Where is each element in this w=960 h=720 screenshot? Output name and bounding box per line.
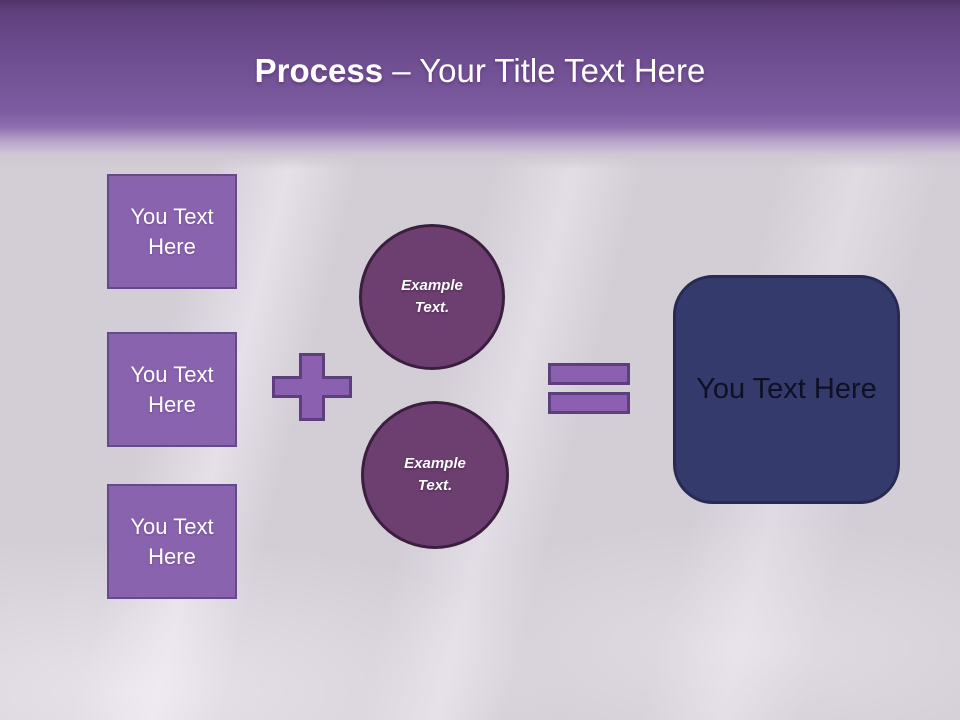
source-box-1: You Text Here	[107, 174, 237, 289]
result-box: You Text Here	[673, 275, 900, 504]
example-circle-2-label: Example Text.	[404, 455, 466, 494]
equals-icon	[548, 363, 630, 414]
example-circle-1: Example Text.	[359, 224, 505, 370]
source-box-3: You Text Here	[107, 484, 237, 599]
example-circle-1-label: Example Text.	[401, 277, 463, 316]
page-title: Process – Your Title Text Here	[0, 52, 960, 90]
example-circle-2: Example Text.	[361, 401, 509, 549]
page-title-subtitle: – Your Title Text Here	[383, 52, 706, 89]
source-box-3-label: You Text Here	[130, 513, 214, 569]
result-box-label: You Text Here	[696, 373, 877, 405]
source-box-2: You Text Here	[107, 332, 237, 447]
page-title-keyword: Process	[254, 52, 384, 89]
equals-bar-bottom	[548, 392, 630, 414]
header-gradient	[0, 0, 960, 170]
source-box-1-label: You Text Here	[130, 203, 214, 259]
equals-bar-top	[548, 363, 630, 385]
source-box-2-label: You Text Here	[130, 361, 214, 417]
plus-icon	[272, 353, 352, 421]
